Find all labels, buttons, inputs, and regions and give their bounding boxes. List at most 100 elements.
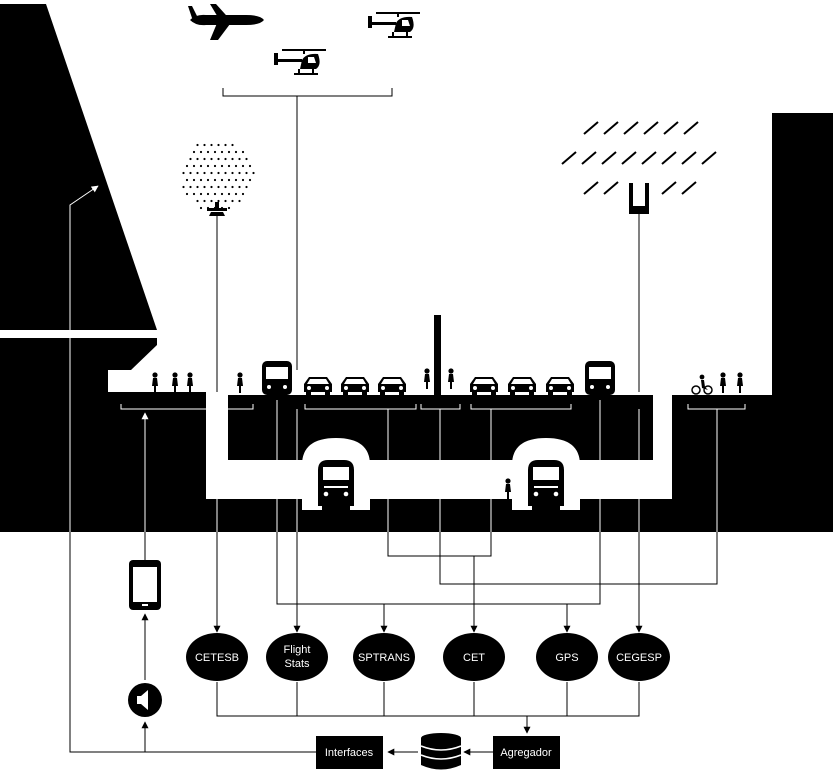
pollution-dot — [217, 171, 220, 175]
pollution-dot — [192, 178, 196, 182]
pollution-dot — [206, 164, 210, 168]
pollution-dot — [203, 143, 206, 147]
pollution-dot — [199, 178, 203, 182]
pollution-dot — [245, 185, 248, 189]
cyclist-icon — [691, 374, 713, 395]
pollution-dot — [227, 206, 231, 210]
pollution-dot — [224, 171, 227, 175]
pollution-dot — [206, 192, 210, 196]
pollution-dot — [224, 143, 227, 147]
pollution-dot — [227, 164, 231, 168]
pollution-dot — [189, 185, 192, 189]
pollution-dot — [210, 143, 213, 147]
speaker-icon — [128, 683, 162, 717]
node-cetesb: CETESB — [186, 633, 248, 681]
car-icon — [470, 377, 498, 396]
pedestrian-icon — [448, 368, 454, 389]
pollution-dot — [182, 171, 185, 175]
pollution-dot — [234, 150, 238, 154]
pollution-dot — [196, 199, 199, 203]
pollution-dot — [245, 157, 248, 161]
air-quality-sensor-icon — [182, 143, 255, 216]
pollution-dot — [248, 178, 252, 182]
train-icon — [318, 460, 354, 510]
pollution-dot — [196, 171, 199, 175]
pollution-dot — [252, 171, 255, 175]
pollution-dot — [245, 171, 248, 175]
pollution-dot — [231, 185, 234, 189]
tunnel-floor — [206, 499, 652, 532]
pollution-dot — [185, 164, 189, 168]
pollution-dot — [234, 178, 238, 182]
connector-lines — [69, 96, 718, 756]
train-icon — [528, 460, 564, 510]
car-icon — [304, 377, 332, 396]
helicopter-icon — [274, 49, 326, 75]
pollution-dot — [206, 178, 210, 182]
helicopter-icon — [368, 12, 420, 38]
pollution-dot — [213, 164, 217, 168]
pollution-dot — [192, 164, 196, 168]
pedestrian-icon — [505, 478, 511, 499]
car-icon — [378, 377, 406, 396]
bus-icon — [262, 361, 292, 399]
pollution-dot — [220, 178, 224, 182]
pollution-dot — [203, 171, 206, 175]
pollution-dot — [182, 185, 185, 189]
pedestrian-icon — [187, 372, 193, 393]
pollution-dot — [217, 143, 220, 147]
pedestrian-icon — [737, 372, 743, 393]
pollution-dot — [217, 199, 220, 203]
pollution-dot — [199, 164, 203, 168]
pollution-dot — [203, 185, 206, 189]
pollution-dot — [220, 164, 224, 168]
database-icon — [420, 733, 462, 770]
node-cetesb-label: CETESB — [195, 652, 239, 664]
lamp-pole — [434, 315, 441, 395]
pedestrian-icon — [152, 372, 158, 393]
pollution-dot — [238, 185, 241, 189]
node-flight-stats-label-line1: Flight — [284, 644, 311, 656]
pollution-dot — [248, 164, 252, 168]
node-flight-stats-label-line2: Stats — [284, 658, 310, 670]
airplane-icon — [188, 4, 264, 40]
pollution-dot — [227, 150, 231, 154]
agregador-box: Agregador — [493, 736, 560, 769]
pollution-dot — [231, 143, 234, 147]
pollution-dot — [231, 199, 234, 203]
pollution-dot — [196, 157, 199, 161]
pollution-dot — [210, 157, 213, 161]
left-building — [0, 4, 157, 330]
bus-icon — [585, 361, 615, 399]
pollution-dot — [210, 185, 213, 189]
interfaces-box: Interfaces — [316, 736, 383, 769]
pollution-dot — [217, 185, 220, 189]
pedestrian-icon — [172, 372, 178, 393]
node-gps-label: GPS — [555, 652, 578, 664]
pollution-dot — [213, 150, 217, 154]
pollution-dot — [199, 206, 203, 210]
pollution-dot — [231, 171, 234, 175]
pollution-dot — [241, 164, 245, 168]
node-cegesp: CEGESP — [608, 633, 670, 681]
node-flight-stats: Flight Stats — [266, 633, 328, 681]
node-cegesp-label: CEGESP — [616, 652, 662, 664]
car-icon — [341, 377, 369, 396]
pollution-dot — [224, 157, 227, 161]
rain-gauge-icon — [629, 183, 649, 214]
pedestrian-icon — [237, 372, 243, 393]
pollution-dot — [210, 171, 213, 175]
agregador-label: Agregador — [500, 747, 552, 759]
pollution-dot — [185, 178, 189, 182]
pollution-dot — [213, 192, 217, 196]
pollution-dot — [234, 164, 238, 168]
pollution-dot — [203, 157, 206, 161]
aircraft-bracket — [222, 88, 393, 97]
car-icon — [546, 377, 574, 396]
pollution-dot — [196, 185, 199, 189]
pollution-dot — [192, 150, 196, 154]
pollution-dot — [238, 171, 241, 175]
left-ground-block — [0, 338, 226, 532]
pollution-dot — [217, 157, 220, 161]
